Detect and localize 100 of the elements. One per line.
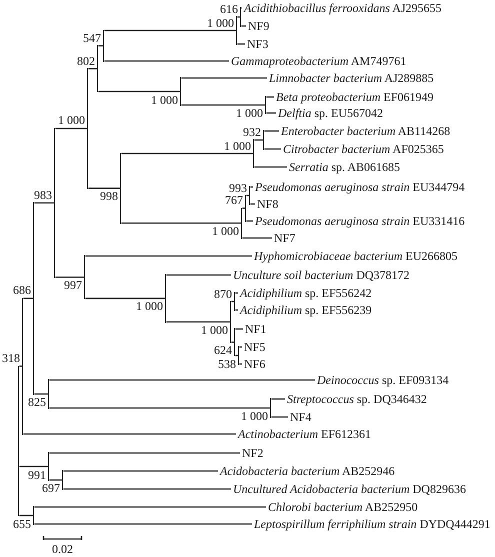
node-line: [120, 152, 122, 224]
taxon-label: Streptococcus sp. DQ346432: [285, 393, 427, 405]
branch-line: [49, 379, 315, 381]
bootstrap-value: 1 000: [224, 140, 251, 152]
branch-line: [264, 130, 279, 132]
taxon-label: NF2: [240, 447, 264, 459]
bootstrap-value: 1 000: [241, 410, 268, 422]
taxon-label: Acidobacteria bacterium AB252946: [218, 465, 395, 477]
taxon-label: Acidiphilium sp. EF556242: [238, 287, 372, 299]
branch-line: [104, 30, 236, 32]
branch-line: [264, 148, 281, 150]
taxon-label: Gammaproteobacterium AM749761: [229, 55, 406, 67]
branch-line: [88, 68, 97, 70]
bootstrap-value: 767: [225, 194, 243, 206]
taxon-label: Limnobacter bacterium AJ289885: [267, 72, 434, 84]
branch-line: [254, 166, 287, 168]
taxon-label: Acidithiobacillus ferrooxidans AJ295655: [242, 2, 442, 14]
taxon-label: NF8: [255, 198, 278, 210]
branch-line: [181, 77, 267, 79]
bootstrap-value: 1 000: [212, 225, 239, 238]
taxon-label: Deinococcus sp. EF093134: [315, 374, 449, 386]
node-line: [245, 194, 246, 222]
bootstrap-value: 547: [83, 32, 101, 44]
bootstrap-value: 1 000: [236, 107, 263, 119]
bootstrap-value: 870: [214, 288, 232, 300]
bootstrap-value: 686: [13, 284, 31, 296]
branch-line: [181, 104, 265, 106]
branch-line: [49, 407, 270, 409]
node-line: [48, 452, 50, 481]
bootstrap-value: 1 000: [201, 324, 228, 336]
node-line: [265, 96, 266, 114]
taxon-label: Serratia sp. AB061685: [287, 161, 400, 173]
bootstrap-value: 991: [28, 468, 46, 480]
node-line: [240, 7, 242, 27]
branch-line: [49, 479, 62, 481]
node-line: [270, 398, 272, 418]
node-line: [87, 68, 88, 189]
bootstrap-value: 1 000: [207, 16, 234, 28]
taxon-label: Beta proteobacterium EF061949: [274, 91, 434, 103]
branch-line: [121, 152, 253, 154]
taxon-label: NF6: [242, 358, 266, 370]
bootstrap-value: 997: [64, 279, 82, 292]
scale-label: 0.02: [52, 543, 73, 555]
branch-line: [242, 208, 245, 209]
taxon-label: Leptospirillum ferriphilium strain DYDQ444291: [252, 518, 490, 530]
branch-line: [19, 366, 22, 367]
node-line: [234, 292, 236, 311]
branch-line: [85, 298, 165, 300]
branch-line: [271, 398, 285, 400]
node-line: [48, 379, 50, 409]
node-line: [230, 300, 232, 343]
branch-line: [85, 255, 252, 257]
bootstrap-value: 1 000: [151, 94, 178, 106]
node-line: [263, 130, 264, 150]
bootstrap-value: 538: [218, 358, 236, 370]
branch-line: [63, 488, 231, 490]
branch-line: [19, 514, 33, 516]
node-line: [84, 255, 86, 300]
branch-line: [121, 222, 241, 224]
taxon-label: Enterobacter bacterium AB114268: [279, 125, 450, 137]
node-line: [180, 77, 182, 106]
bootstrap-value: 998: [100, 190, 118, 202]
taxon-label: NF4: [288, 411, 312, 423]
taxon-label: NF9: [246, 20, 270, 32]
taxon-label: NF3: [245, 38, 268, 50]
bootstrap-value: 993: [229, 182, 247, 194]
bootstrap-value: 655: [13, 518, 31, 530]
taxon-label: Uncultured Acidobacteria bacterium DQ829636: [231, 483, 466, 495]
branch-line: [63, 470, 218, 472]
taxon-label: Acidiphilium sp. EF556239: [238, 304, 372, 316]
branch-line: [19, 466, 48, 468]
node-line: [234, 328, 236, 356]
branch-line: [266, 112, 276, 114]
branch-line: [55, 276, 84, 278]
node-line: [249, 186, 250, 205]
node-line: [33, 506, 34, 525]
bootstrap-value: 1 000: [136, 300, 163, 312]
node-line: [241, 208, 242, 239]
branch-line: [98, 90, 180, 92]
taxon-label: Pseudomonas aeruginosa strain EU344794: [253, 181, 465, 193]
taxon-label: NF1: [243, 323, 266, 335]
node-line: [238, 346, 240, 365]
bootstrap-value: 616: [220, 3, 238, 15]
branch-line: [34, 506, 266, 508]
branch-line: [231, 342, 234, 343]
node-line: [33, 202, 34, 395]
bootstrap-value: 1 000: [58, 114, 85, 126]
branch-line: [34, 393, 48, 395]
branch-line: [23, 298, 33, 300]
node-line: [18, 366, 20, 516]
taxon-label: Chlorobi bacterium AB252950: [266, 501, 418, 513]
taxon-label: Pseudomonas aeruginosa strain EU331416: [253, 215, 465, 227]
node-line: [54, 128, 56, 278]
branch-line: [271, 416, 288, 418]
taxon-label: Unculture soil bacterium DQ378172: [231, 269, 410, 281]
branch-line: [242, 237, 272, 239]
bootstrap-value: 624: [214, 344, 232, 356]
taxon-label: NF5: [242, 341, 266, 353]
branch-line: [49, 452, 240, 454]
node-line: [22, 298, 24, 435]
